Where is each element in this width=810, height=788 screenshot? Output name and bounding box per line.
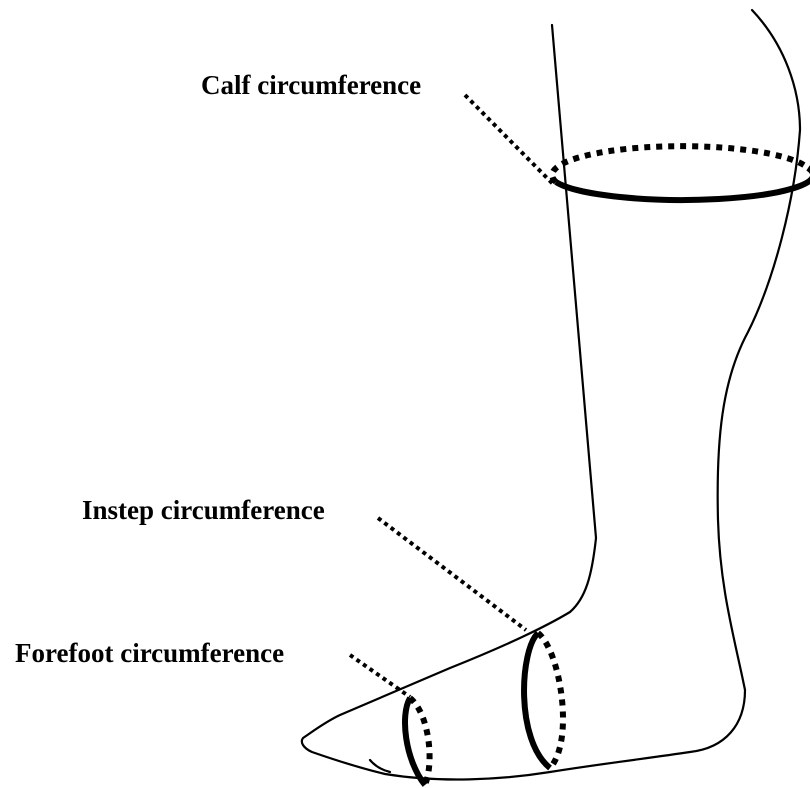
calf-ring-front [556, 168, 810, 200]
shin-and-instep-outline [302, 10, 800, 780]
calf-ring-back [552, 146, 808, 182]
forefoot-ring [405, 698, 430, 785]
leg-outline [302, 10, 800, 780]
instep-ring-back [538, 633, 563, 768]
calf-ring [552, 146, 810, 200]
instep-leader-line [378, 518, 526, 630]
instep-ring [524, 633, 563, 768]
calf-circumference-label: Calf circumference [201, 72, 421, 99]
calf-leader-line [465, 95, 555, 186]
forefoot-leader-line [350, 655, 410, 697]
instep-circumference-label: Instep circumference [82, 497, 325, 524]
leader-lines [350, 95, 555, 697]
instep-ring-front [524, 633, 550, 768]
forefoot-circumference-label: Forefoot circumference [15, 640, 284, 667]
